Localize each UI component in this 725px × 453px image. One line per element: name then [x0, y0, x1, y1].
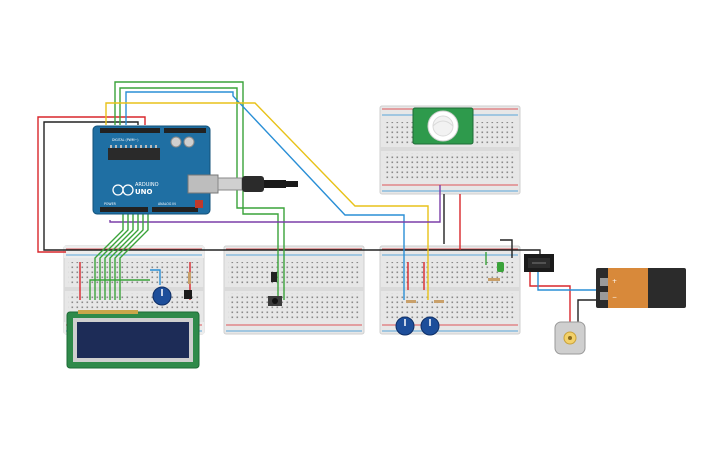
arduino-power-label: POWER	[104, 202, 117, 206]
pir-sensor	[412, 107, 474, 145]
potentiometer-a	[395, 316, 415, 336]
lcd-16x2	[66, 310, 200, 369]
resistor-led	[488, 278, 500, 281]
battery-plus: +	[612, 278, 617, 285]
battery-9v: 9V + −	[596, 250, 686, 308]
resistor-lcd	[188, 272, 191, 284]
usb-cable	[217, 176, 298, 192]
resistor-a	[406, 300, 416, 303]
battery-minus: −	[612, 294, 617, 301]
arduino-digital-label: DIGITAL (PWM~)	[112, 138, 138, 142]
pushbutton	[268, 272, 282, 306]
relay	[524, 254, 554, 272]
battery-label: 9V	[654, 250, 667, 267]
arduino-uno: ARDUINO UNO DIGITAL (PWM~) POWER ANALOG …	[92, 125, 219, 215]
led	[488, 262, 504, 281]
potentiometer	[152, 286, 172, 306]
arduino-model-label: UNO	[135, 188, 153, 196]
resistor-b	[434, 300, 444, 303]
dc-motor	[554, 321, 586, 355]
arduino-analog-label: ANALOG IN	[158, 202, 176, 206]
wires	[37, 81, 596, 325]
potentiometer-b	[420, 316, 440, 336]
arduino-brand-label: ARDUINO	[135, 182, 159, 188]
breadboard-2	[223, 245, 365, 335]
transistor	[184, 290, 192, 299]
